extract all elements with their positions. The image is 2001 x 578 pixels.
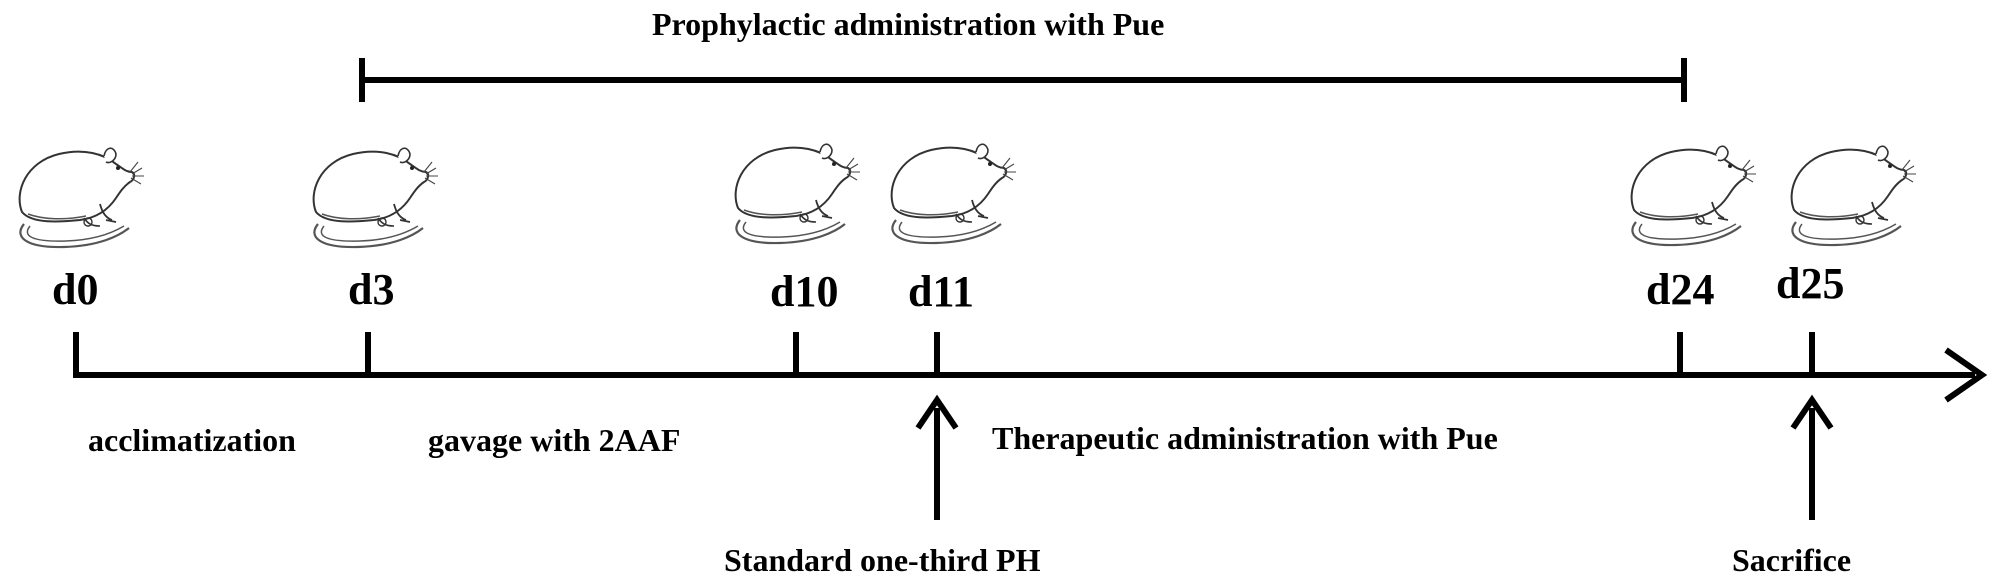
sacrifice-arrow xyxy=(1790,394,1834,520)
day-label-d11: d11 xyxy=(908,267,975,316)
day-ticks xyxy=(73,332,1815,377)
rat-icon xyxy=(18,147,146,249)
ph-arrow xyxy=(915,394,959,520)
day-label-d10: d10 xyxy=(770,267,839,316)
day-label-d25: d25 xyxy=(1776,259,1845,308)
phase-gavage: gavage with 2AAF xyxy=(428,422,681,458)
rat-icon xyxy=(312,147,440,249)
rat-icon xyxy=(734,143,862,245)
rat-icon xyxy=(1630,145,1758,247)
prophylactic-label: Prophylactic administration with Pue xyxy=(652,6,1165,42)
phase-acclimatization: acclimatization xyxy=(88,422,296,458)
day-label-d3: d3 xyxy=(348,265,395,314)
day-label-d0: d0 xyxy=(52,265,99,314)
timeline-axis xyxy=(73,347,1988,403)
prophylactic-bracket xyxy=(359,58,1687,102)
rat-icon xyxy=(890,143,1018,245)
day-label-d24: d24 xyxy=(1646,265,1715,314)
phase-therapeutic: Therapeutic administration with Pue xyxy=(992,420,1498,456)
rat-icon xyxy=(1790,145,1918,247)
event-sacrifice-label: Sacrifice xyxy=(1732,542,1852,578)
event-ph-label: Standard one-third PH xyxy=(724,542,1041,578)
